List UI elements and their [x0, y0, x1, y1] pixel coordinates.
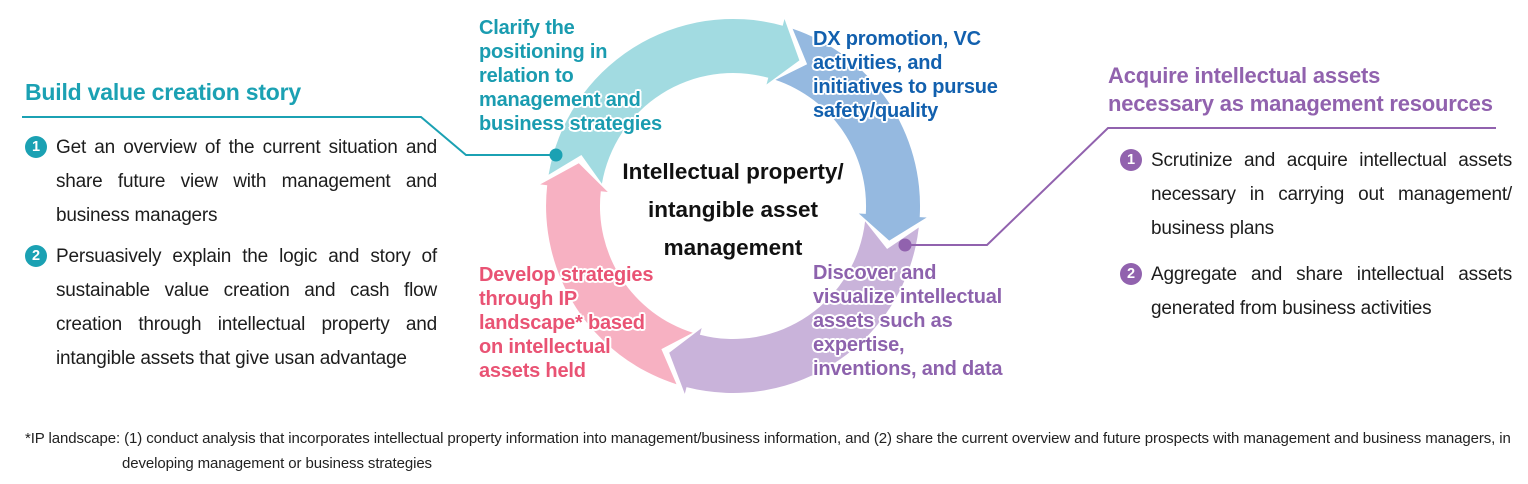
left-panel-title: Build value creation story [25, 79, 301, 105]
left-connector-line [22, 116, 550, 156]
quadrant-label-line: business strategies [479, 113, 662, 135]
left-list-item-1: 1 Get an overview of the current situati… [25, 131, 437, 233]
right-connector-dot [898, 238, 912, 252]
right-list-item-1: 1 Scrutinize and acquire intellectual as… [1120, 144, 1512, 246]
cycle-center-title: Intellectual property/ intangible asset … [588, 153, 878, 267]
right-panel-title: Acquire intellectual assets necessary as… [1108, 62, 1493, 118]
cycle-center-title-line: intangible asset [647, 197, 819, 222]
item-number-badge: 1 [25, 136, 47, 158]
right-list-item-2: 2 Aggregate and share intellectual asset… [1120, 258, 1512, 326]
item-text: Scrutinize and acquire intellectual asse… [1151, 150, 1512, 239]
right-connector-line [905, 127, 1496, 246]
item-text: Aggregate and share intellectual assets … [1151, 264, 1512, 319]
item-number-badge: 2 [25, 245, 47, 267]
cycle-center-title-line: management [663, 235, 803, 260]
cycle-arrow-arc-dx-promotion [775, 28, 927, 241]
item-text: Persuasively explain the logic and story… [56, 246, 437, 369]
quadrant-label-line: Clarify the [479, 17, 575, 39]
quadrant-label-line: relation to [479, 65, 574, 87]
quadrant-label-line: management and [479, 89, 641, 111]
footnote-line: developing management or business strate… [122, 455, 432, 472]
quadrant-label-develop-strategies: Develop strategies through IP landscape*… [479, 263, 694, 383]
item-text: Get an overview of the current situation… [56, 137, 437, 226]
quadrant-label-line: DX promotion, VC [813, 28, 981, 50]
quadrant-label-line: inventions, and data [813, 358, 1003, 380]
quadrant-label-line: activities, and [813, 52, 943, 74]
footnote-line: *IP landscape: (1) conduct analysis that… [25, 430, 1511, 447]
item-number-badge: 2 [1120, 263, 1142, 285]
item-number-badge: 1 [1120, 149, 1142, 171]
quadrant-label-line: on intellectual [479, 336, 611, 358]
quadrant-label-clarify-positioning: Clarify the positioning in relation to m… [479, 16, 694, 136]
quadrant-label-line: through IP [479, 288, 577, 310]
cycle-arrow-arc-clarify-positioning [548, 18, 800, 184]
left-list-item-2: 2 Persuasively explain the logic and sto… [25, 240, 437, 376]
quadrant-label-dx-promotion: DX promotion, VC activities, and initiat… [813, 27, 1053, 123]
quadrant-label-discover-visualize: Discover and visualize intellectual asse… [813, 261, 1053, 381]
quadrant-label-line: positioning in [479, 41, 608, 63]
quadrant-label-line: assets such as [813, 310, 953, 332]
quadrant-label-line: Develop strategies [479, 264, 654, 286]
quadrant-label-line: initiatives to pursue [813, 76, 998, 98]
quadrant-label-line: assets held [479, 360, 586, 382]
left-connector-dot [549, 148, 563, 162]
quadrant-label-line: landscape* based [479, 312, 645, 334]
quadrant-label-line: expertise, [813, 334, 905, 356]
quadrant-label-line: visualize intellectual [813, 286, 1003, 308]
cycle-arrow-arc-discover-visualize [669, 221, 919, 394]
quadrant-label-line: Discover and [813, 262, 937, 284]
right-panel-title-line: Acquire intellectual assets [1108, 63, 1381, 88]
cycle-center-title-line: Intellectual property/ [622, 159, 844, 184]
quadrant-label-line: safety/quality [813, 100, 939, 122]
right-panel-title-line: necessary as management resources [1108, 91, 1493, 116]
cycle-arrow-arc-develop-strategies [540, 163, 693, 385]
